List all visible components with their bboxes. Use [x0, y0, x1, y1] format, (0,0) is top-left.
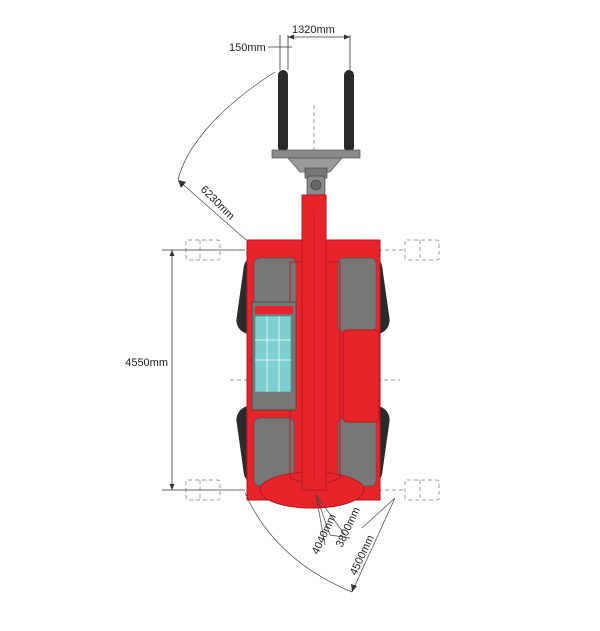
label-fork-thickness: 150mm	[229, 42, 266, 54]
steering-ghost-wheels	[185, 239, 440, 501]
arrowhead	[178, 180, 186, 188]
radius-leader-3800	[315, 494, 346, 536]
radius-leader-link	[329, 534, 351, 539]
fork-tine-left	[278, 70, 288, 152]
fork-carriage	[271, 149, 361, 197]
fork-tine-right	[344, 70, 354, 152]
label-radius-3800: 3800mm	[334, 505, 363, 549]
arrowhead	[288, 34, 294, 40]
label-radius-4040: 4040mm	[310, 512, 339, 556]
label-overall-length: 4550mm	[125, 357, 168, 369]
arrowhead	[169, 484, 175, 490]
turning-radius-arc-lower	[244, 492, 353, 593]
arrowhead	[344, 34, 350, 40]
arrowhead	[351, 584, 357, 592]
arrowhead	[169, 250, 175, 256]
turning-radius-leader-6230	[177, 179, 247, 241]
turning-radius-arc-upper	[177, 71, 276, 181]
radius-leader-4040	[315, 494, 326, 546]
operator-cab	[251, 301, 297, 411]
radius-leader-aux	[361, 497, 396, 529]
radius-leader-4500	[351, 497, 396, 593]
label-fork-width: 1320mm	[292, 24, 335, 36]
label-radius-4500: 4500mm	[348, 533, 377, 577]
radius-leader-inner	[315, 494, 331, 536]
